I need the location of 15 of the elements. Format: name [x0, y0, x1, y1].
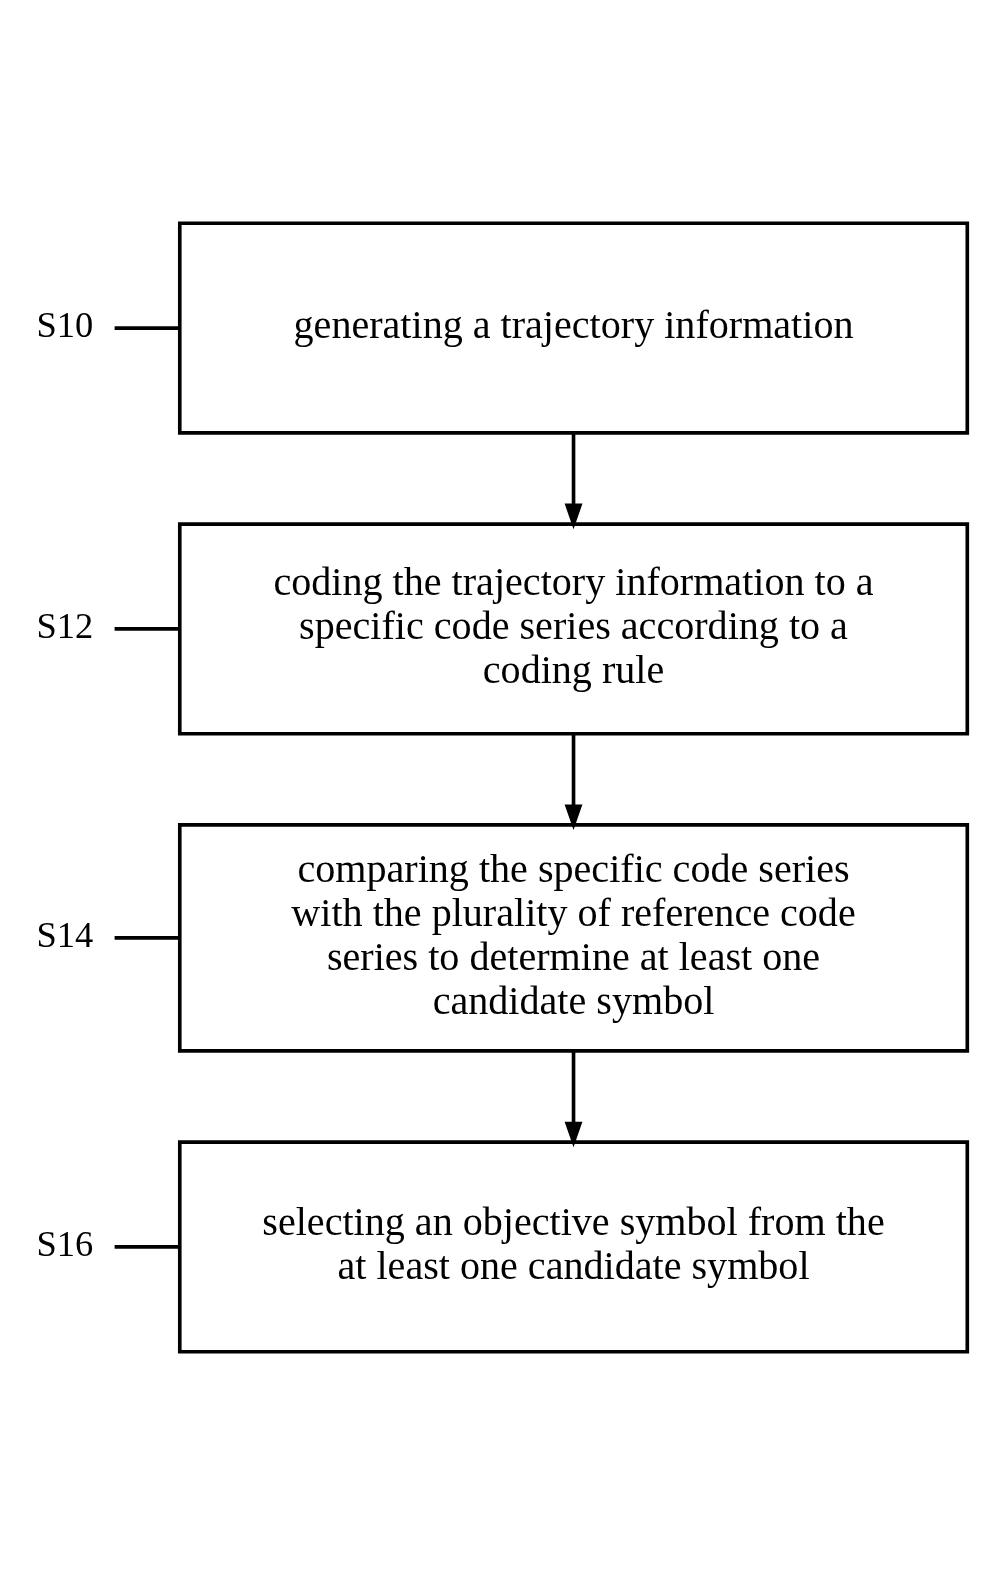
- arrow: [564, 433, 583, 530]
- node-text: S14: [36, 915, 94, 956]
- node-box: coding the trajectory information to a specific code series according to a coding rule: [177, 522, 970, 736]
- connector: [114, 326, 180, 330]
- node-text: S16: [36, 1224, 94, 1264]
- node-text: S12: [36, 606, 94, 647]
- node-box: comparing the specific code series with the plurality of reference code series to determine at least one candidate symbol: [177, 823, 970, 1053]
- connector: [114, 936, 180, 940]
- node-box: selecting an objective symbol from the at least one candidate symbol: [177, 1140, 970, 1354]
- arrow: [564, 1051, 583, 1148]
- connector: [114, 627, 180, 631]
- connector: [114, 1245, 180, 1249]
- node-box: generating a trajectory information: [177, 221, 970, 435]
- node-text: S10: [36, 305, 94, 346]
- arrow: [564, 734, 583, 830]
